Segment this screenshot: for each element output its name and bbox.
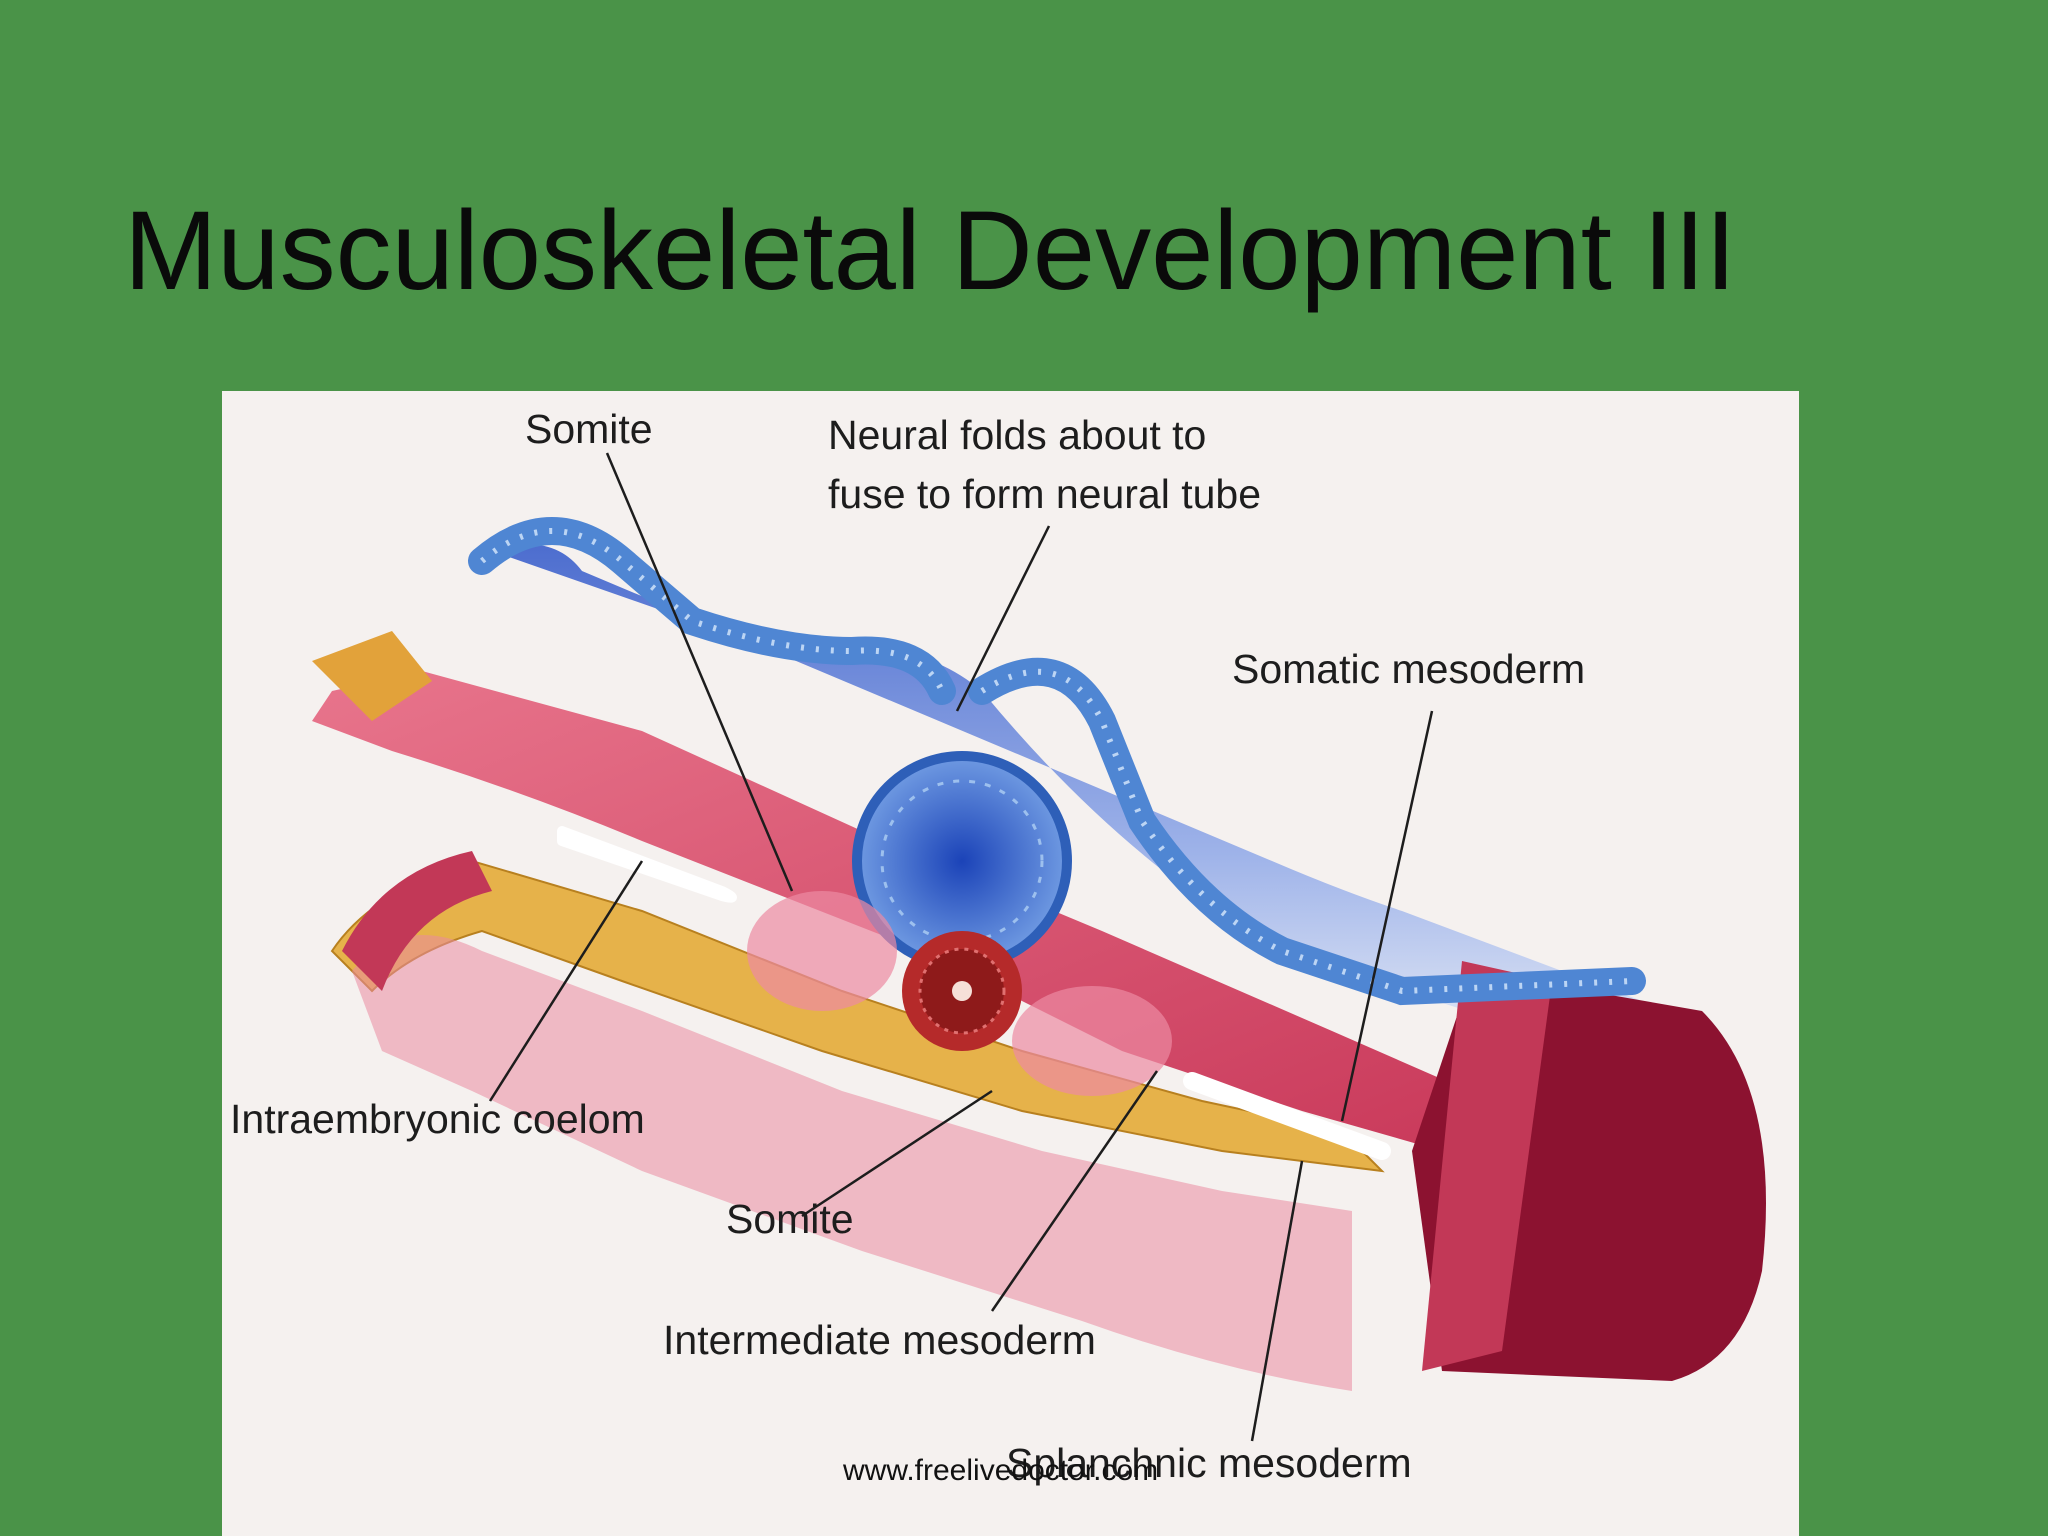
embryo-illustration <box>312 452 1766 1442</box>
embryo-cross-section-figure: Somite Neural folds about to fuse to for… <box>222 391 1799 1536</box>
watermark: www.freelivedoctor.com <box>843 1454 1159 1487</box>
leader-lines <box>488 452 1434 1442</box>
notochord <box>902 931 1022 1051</box>
label-intraembryonic-coelom: Intraembryonic coelom <box>230 1096 645 1142</box>
label-neural-folds-line1: Neural folds about to <box>828 412 1207 458</box>
label-splanchnic-mesoderm: Splanchnic mesoderm <box>1006 1440 1412 1486</box>
label-somite-bottom: Somite <box>726 1196 854 1242</box>
ectoderm-surface <box>492 544 1642 1061</box>
label-neural-folds-line2: fuse to form neural tube <box>828 471 1262 517</box>
coelom-right <box>1183 1072 1391 1160</box>
left-fold <box>312 631 432 721</box>
somite-right <box>1012 986 1172 1096</box>
slide-title: Musculoskeletal Development III <box>124 188 1737 313</box>
label-somatic-mesoderm: Somatic mesoderm <box>1232 646 1586 692</box>
neural-fold-left <box>468 517 956 705</box>
somite-left <box>747 891 897 1011</box>
label-intermediate-mesoderm: Intermediate mesoderm <box>663 1317 1096 1363</box>
neural-fold-right <box>968 657 1646 1006</box>
label-somite-top: Somite <box>525 406 653 452</box>
mesoderm-lower <box>352 935 1352 1391</box>
coelom-left <box>557 826 737 903</box>
